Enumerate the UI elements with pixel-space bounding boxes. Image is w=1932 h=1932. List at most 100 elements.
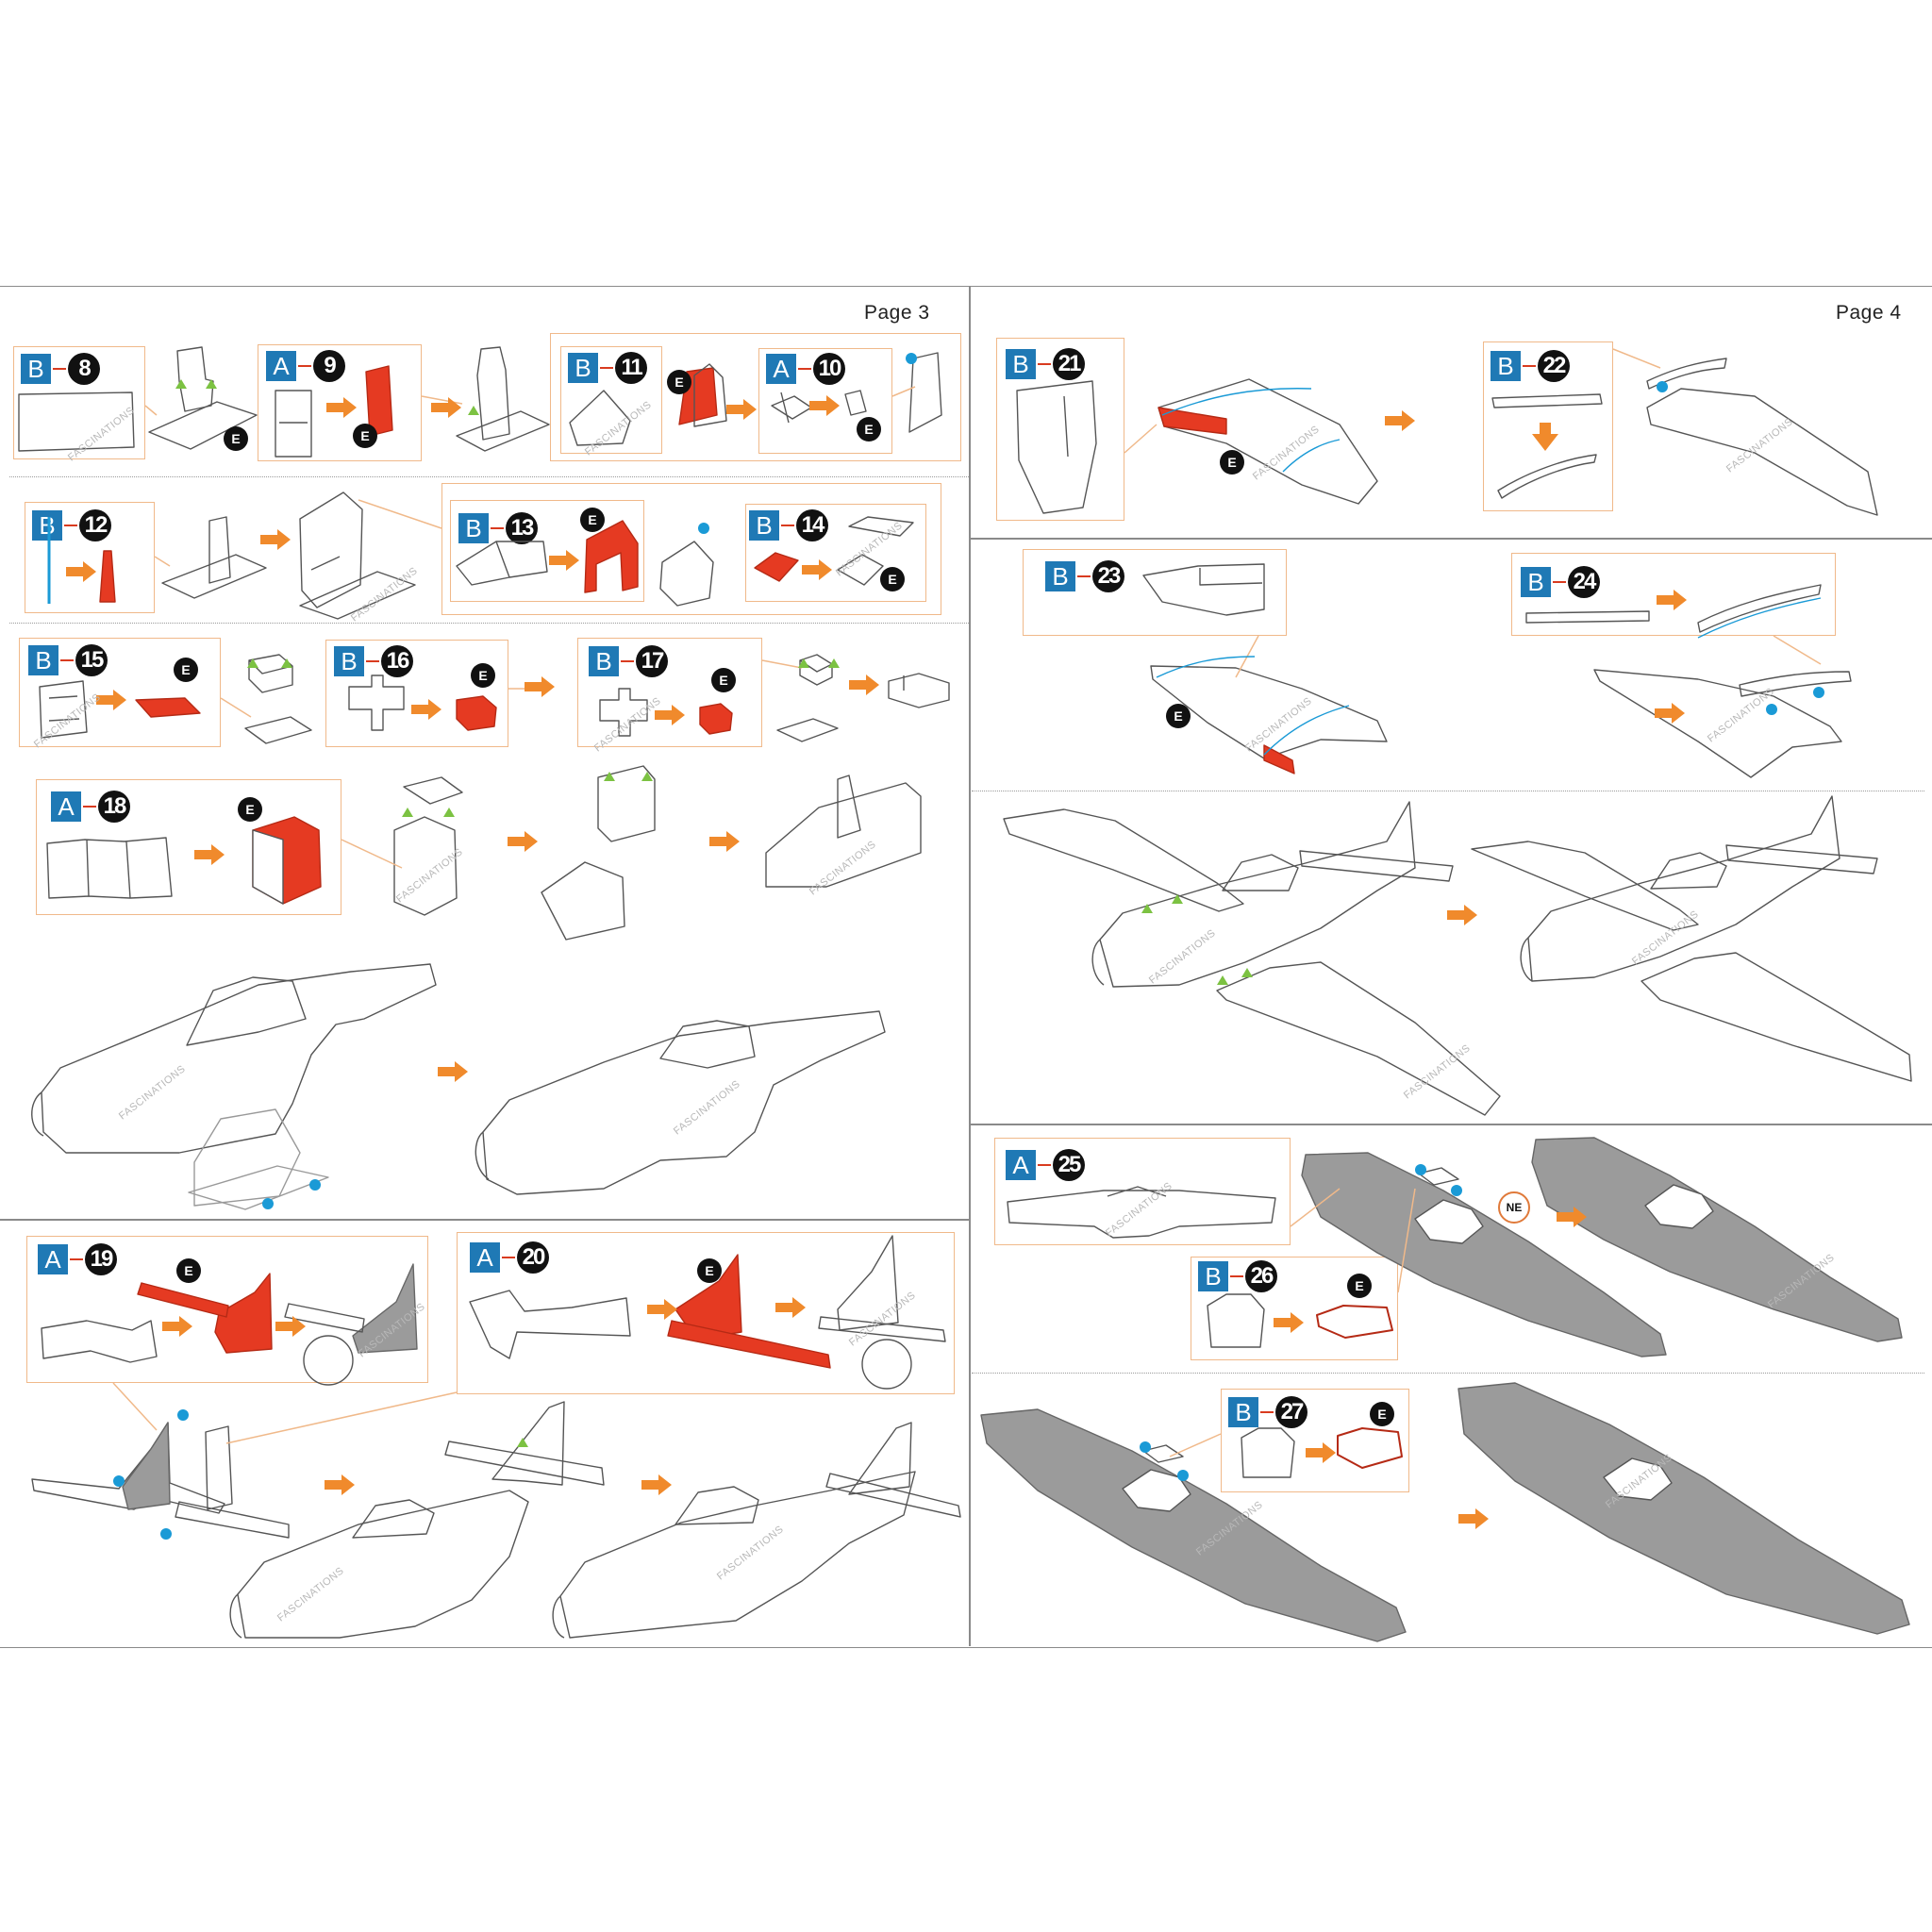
tag-dash <box>781 525 794 526</box>
fuselage-closed-canopy <box>659 1020 756 1069</box>
arrow-icon <box>1447 905 1477 925</box>
fuselage-open <box>41 963 437 1154</box>
tab-marker-icon <box>402 808 413 817</box>
tab-marker-icon <box>1217 975 1228 985</box>
callout-8 <box>144 405 158 416</box>
part-14-placed <box>848 516 914 537</box>
panel-13-placed <box>659 541 714 607</box>
row-divider <box>9 476 969 477</box>
dot-icon <box>1766 704 1777 715</box>
bracket-flat <box>569 390 631 446</box>
arrow-icon <box>849 675 879 695</box>
cube-16-folded <box>456 695 497 731</box>
arrow-icon <box>66 561 96 582</box>
dot-icon <box>309 1179 321 1191</box>
e-badge: E <box>1220 450 1244 475</box>
tag-dash <box>83 806 96 808</box>
grey-wing-final-2 <box>1457 1382 1910 1635</box>
zoom-circle-right <box>861 1339 912 1390</box>
part10-flat <box>771 391 812 424</box>
frame-26-folded <box>1316 1305 1393 1339</box>
dot-icon <box>1451 1185 1462 1196</box>
plane-complete-fuselage <box>1527 795 1840 982</box>
arrow-icon <box>275 1316 306 1337</box>
arrow-down-icon <box>1532 423 1558 451</box>
flap-24-flat <box>1525 610 1650 624</box>
tag-dash <box>600 367 613 369</box>
e-badge: E <box>353 424 377 448</box>
tag-dash <box>298 365 311 367</box>
step-number: 14 <box>796 509 828 541</box>
seat-assembly <box>476 346 510 441</box>
step-21-frame <box>996 338 1124 521</box>
plane-complete-left-wing <box>1471 841 1699 931</box>
arrow-icon <box>1458 1508 1489 1529</box>
wing-23 <box>1150 665 1388 759</box>
plane-wings-fuselage <box>1099 801 1416 988</box>
arrow-icon <box>549 550 579 571</box>
panel-13-folded <box>584 520 639 593</box>
sheet-letter: B <box>589 646 619 676</box>
step-24-frame <box>1511 553 1836 636</box>
step-13-14-frame <box>441 483 941 615</box>
cockpit-complete <box>765 774 922 888</box>
sheet-letter: B <box>1045 561 1075 591</box>
seat-base-flat <box>18 391 135 452</box>
sheet-letter: B <box>334 646 364 676</box>
frame-26-flat <box>1207 1293 1265 1348</box>
wing-21 <box>1158 378 1378 505</box>
row-divider <box>9 623 969 624</box>
stabilizer-20-final <box>818 1316 946 1342</box>
seat-back-folded <box>365 365 393 437</box>
step-number: 15 <box>75 644 108 676</box>
grey-wing-cutout-1 <box>1414 1199 1484 1244</box>
tag-dash <box>621 660 634 662</box>
callout-18 <box>341 839 403 869</box>
arrow-icon <box>326 397 357 418</box>
fuselage-finished-canopy <box>675 1486 759 1525</box>
arrow-icon <box>775 1297 806 1318</box>
tail-unit-grey <box>122 1422 171 1510</box>
step-10-frame <box>758 348 892 454</box>
cubes-joined <box>888 673 950 708</box>
plane-complete-nose <box>1520 937 1533 982</box>
flap-22-curved <box>1497 454 1597 499</box>
tab-marker-icon <box>828 658 840 668</box>
wing-24 <box>1593 669 1842 778</box>
step-27-frame <box>1221 1389 1409 1492</box>
right-section-divider <box>970 538 1932 540</box>
dot-icon <box>698 523 709 534</box>
tag-dash <box>64 525 77 526</box>
flap-22-flat <box>1491 393 1603 408</box>
cube-17-folded <box>699 703 733 735</box>
frame-27-folded <box>1337 1427 1403 1469</box>
e-badge: E <box>880 567 905 591</box>
sheet-letter: B <box>1491 351 1521 381</box>
tab-marker-icon <box>281 658 292 668</box>
dot-icon <box>1140 1441 1151 1453</box>
step-8-frame <box>13 346 145 459</box>
callout-15 <box>220 697 252 718</box>
tab-marker-icon <box>206 379 217 389</box>
seat-cage-base <box>299 571 416 620</box>
page-label-right: Page 4 <box>1836 302 1902 324</box>
step-26-frame <box>1191 1257 1398 1360</box>
frame-27-placed <box>1142 1444 1184 1463</box>
plane-complete-canopy <box>1650 852 1727 890</box>
tag-dash <box>60 659 74 661</box>
flap-24-curved <box>1697 584 1822 633</box>
e-badge: E <box>711 668 736 692</box>
flap-24-placed <box>1739 671 1852 697</box>
fuselage-closed <box>482 1010 886 1195</box>
wing-25-flat <box>1007 1186 1276 1239</box>
sheet-letter: B <box>1198 1261 1228 1291</box>
step-number: 13 <box>506 512 538 544</box>
panel-18-folded-light <box>252 829 284 905</box>
